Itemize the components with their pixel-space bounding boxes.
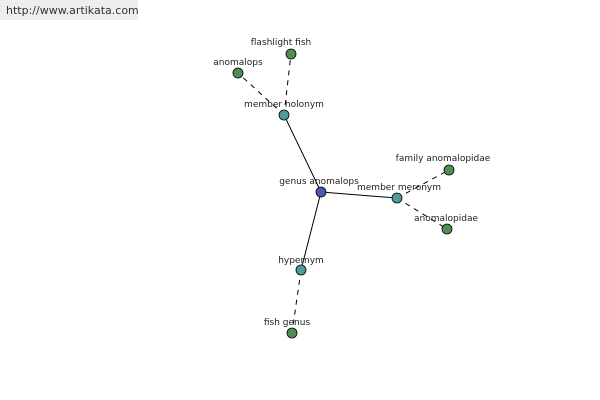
- node-flashlight[interactable]: [285, 48, 297, 60]
- node-fishgenus[interactable]: [286, 327, 298, 339]
- node-hypernym[interactable]: [295, 264, 307, 276]
- graph-edges: [237, 53, 450, 334]
- node-label-meronym[interactable]: member meronym: [357, 183, 441, 193]
- node-root[interactable]: [315, 186, 327, 198]
- edge-root-meronym: [320, 191, 398, 199]
- node-label-root[interactable]: genus anomalops: [279, 177, 359, 187]
- node-anomalopidae[interactable]: [441, 223, 453, 235]
- node-anomalops[interactable]: [232, 67, 244, 79]
- edge-hypernym-fishgenus: [291, 269, 302, 334]
- edge-root-holonym: [283, 114, 322, 193]
- edge-holonym-flashlight: [283, 53, 292, 116]
- node-label-fishgenus[interactable]: fish genus: [264, 318, 311, 328]
- site-watermark[interactable]: http://www.artikata.com: [0, 0, 139, 20]
- graph-nodes: [232, 48, 455, 339]
- graph-labels: genus anomalops member holonym member mero…: [213, 38, 490, 328]
- node-label-holonym[interactable]: member holonym: [244, 100, 324, 110]
- node-label-family[interactable]: family anomalopidae: [396, 154, 491, 164]
- node-label-anomalops[interactable]: anomalops: [213, 58, 263, 68]
- edge-holonym-anomalops: [237, 72, 285, 116]
- node-meronym[interactable]: [391, 192, 403, 204]
- node-label-hypernym[interactable]: hypernym: [278, 256, 324, 266]
- node-family[interactable]: [443, 164, 455, 176]
- node-holonym[interactable]: [278, 109, 290, 121]
- node-label-flashlight[interactable]: flashlight fish: [251, 38, 311, 48]
- node-label-anomalopidae[interactable]: anomalopidae: [414, 214, 478, 224]
- edge-root-hypernym: [300, 191, 322, 271]
